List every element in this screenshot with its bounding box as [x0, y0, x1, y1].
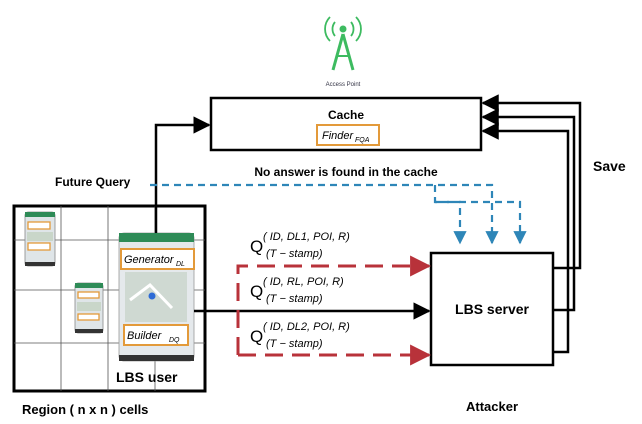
- save-label: Save: [593, 158, 626, 174]
- generator-label: Generator: [124, 254, 175, 266]
- builder-subscript: DQ: [169, 337, 180, 344]
- finder-label: Finder: [322, 130, 355, 142]
- query-to-cache-arrow: [154, 116, 211, 233]
- no-answer-label: No answer is found in the cache: [254, 165, 438, 179]
- attacker-label: Attacker: [466, 399, 518, 414]
- access-point-icon: [324, 16, 362, 71]
- finder-subscript: FQA: [355, 137, 370, 144]
- region-label: Region ( n x n ) cells: [22, 402, 148, 417]
- lbs-server-box: [429, 251, 555, 367]
- small-phone-icon: [74, 282, 104, 334]
- svg-text:Q: Q: [250, 327, 263, 346]
- dummy-query-arrows: [236, 255, 432, 366]
- svg-text:(T − stamp): (T − stamp): [266, 248, 323, 260]
- query-label-2: Q ( ID, RL, POI, R) (T − stamp): [250, 276, 344, 305]
- lbs-user-label: LBS user: [116, 369, 178, 385]
- query-label-3: Q ( ID, DL2, POI, R) (T − stamp): [250, 321, 350, 350]
- svg-text:(T − stamp): (T − stamp): [266, 293, 323, 305]
- query-label-1: Q ( ID, DL1, POI, R) (T − stamp): [250, 231, 350, 260]
- svg-text:( ID, RL, POI, R): ( ID, RL, POI, R): [263, 276, 344, 288]
- cache-title: Cache: [328, 108, 364, 122]
- access-point-label: Access Point: [326, 82, 361, 88]
- svg-text:(T − stamp): (T − stamp): [266, 338, 323, 350]
- generator-subscript: DL: [176, 261, 185, 268]
- generator-dl-box: [120, 248, 195, 270]
- svg-text:( ID, DL2, POI, R): ( ID, DL2, POI, R): [263, 321, 350, 333]
- future-query-label: Future Query: [55, 175, 131, 189]
- builder-label: Builder: [127, 330, 163, 342]
- lbs-server-label: LBS server: [455, 301, 529, 317]
- save-arrows: [481, 94, 582, 354]
- small-phone-icon: [24, 211, 56, 267]
- svg-text:Q: Q: [250, 237, 263, 256]
- builder-dq-box: [123, 324, 189, 346]
- svg-text:Q: Q: [250, 282, 263, 301]
- future-query-arrows: [150, 183, 527, 245]
- svg-text:( ID, DL1, POI, R): ( ID, DL1, POI, R): [263, 231, 350, 243]
- finder-fqa-box: [316, 124, 380, 146]
